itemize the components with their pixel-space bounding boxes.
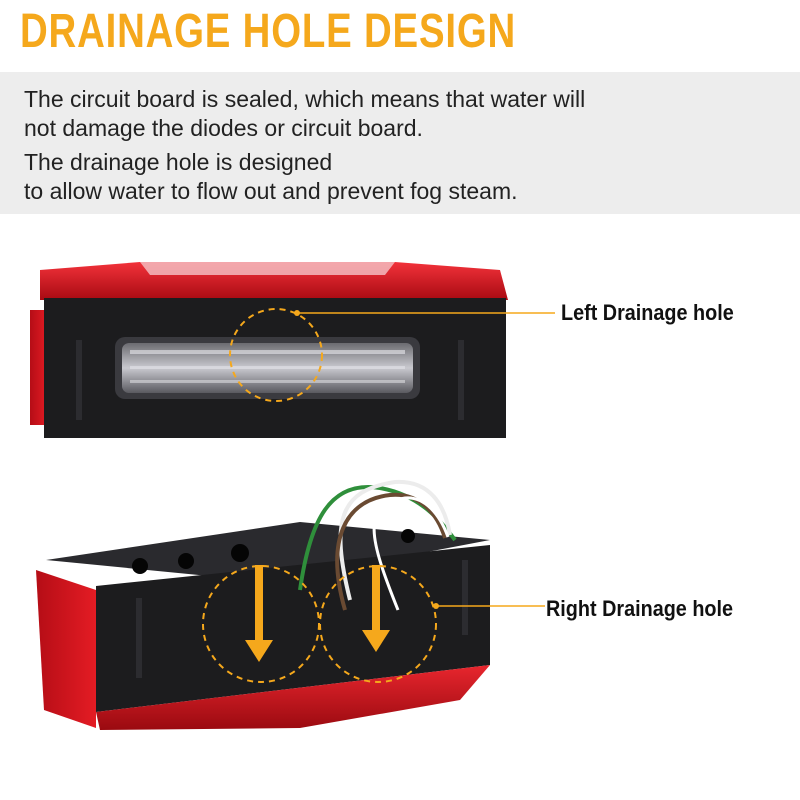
- lower-lamp: [36, 479, 545, 730]
- description-paragraph-2: The drainage hole is designed to allow w…: [24, 149, 518, 204]
- upper-rib-right: [458, 340, 464, 420]
- lower-rib-right: [462, 560, 468, 635]
- lower-housing-top: [46, 522, 490, 582]
- upper-lamp: [30, 262, 555, 438]
- description-box: [0, 72, 800, 214]
- description-paragraph-1: The circuit board is sealed, which means…: [24, 86, 586, 141]
- mount-hole-3: [231, 544, 249, 562]
- right-drainage-circle-2: [319, 565, 437, 683]
- product-figure: [30, 262, 555, 730]
- left-drainage-label: Left Drainage hole: [561, 300, 734, 325]
- lens-line-1: [130, 350, 405, 354]
- wire-white: [338, 479, 452, 601]
- water-flow-arrow-2: [362, 565, 390, 652]
- left-drainage-circle: [229, 308, 323, 402]
- right-drainage-label: Right Drainage hole: [546, 596, 734, 621]
- left-callout-dot: [294, 310, 300, 316]
- mount-hole-4: [401, 529, 415, 543]
- mount-hole-2: [178, 553, 194, 569]
- lower-rib-left: [136, 598, 142, 678]
- lens-line-2: [130, 366, 405, 369]
- mount-hole-1: [132, 558, 148, 574]
- lower-housing-front: [96, 545, 490, 712]
- wire-white-2: [372, 496, 450, 611]
- upper-side-reflector: [30, 310, 48, 425]
- upper-rib-left: [76, 340, 82, 420]
- water-flow-arrow-1: [245, 565, 273, 662]
- title-bar: DRAINAGE HOLE DESIGN: [0, 0, 800, 72]
- lower-side-lens: [36, 570, 96, 728]
- upper-lens-highlight: [140, 262, 395, 275]
- page-title: DRAINAGE HOLE DESIGN: [20, 5, 517, 58]
- wire-brown: [335, 492, 447, 611]
- lens-line-3: [130, 380, 405, 383]
- right-callout-dot: [433, 603, 439, 609]
